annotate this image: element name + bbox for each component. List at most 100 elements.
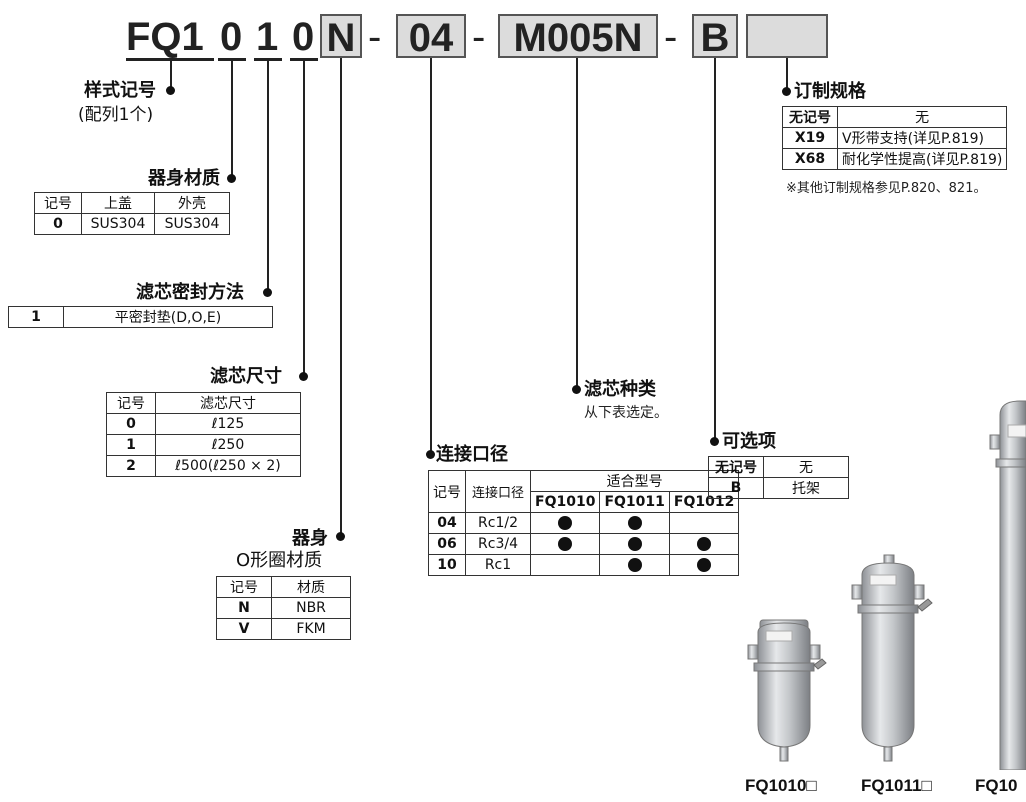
leader-body-material (231, 61, 233, 179)
custom-cell: X19 (782, 127, 838, 149)
oring-title-1: 器身 (292, 528, 328, 549)
fit-cell (668, 512, 740, 534)
seal-method-cell: 平密封垫(D,O,E) (63, 306, 273, 328)
body-material-cell: SUS304 (81, 213, 155, 235)
port-code-cell: 04 (428, 512, 466, 534)
product-fq1012-image (989, 400, 1026, 770)
oring-cell: N (216, 597, 272, 619)
code-dash-1: - (368, 15, 382, 59)
port-size-cell: Rc1/2 (465, 512, 531, 534)
leader-port (430, 58, 432, 455)
fit-cell (599, 533, 670, 555)
code-prefix: FQ1 (126, 15, 204, 59)
element-size-cell: ℓ500(ℓ250 × 2) (155, 455, 301, 477)
port-header: 适合型号 (529, 470, 740, 492)
compatible-dot (627, 558, 642, 572)
body-material-header: 外壳 (154, 192, 230, 214)
leader-oring (340, 58, 342, 537)
body-material-title: 器身材质 (148, 168, 220, 189)
code-digit-2: 1 (256, 15, 279, 59)
compatible-dot (627, 537, 642, 551)
product-fq1011-image (851, 554, 933, 762)
leader-element-type (576, 58, 578, 390)
code-element-box: M005N (498, 14, 658, 60)
fit-cell (599, 512, 670, 534)
custom-cell: V形带支持(详见P.819) (836, 127, 1008, 149)
compatible-dot (697, 537, 712, 551)
port-code-cell: 06 (428, 533, 466, 555)
product-caption-fq1012: FQ10 (975, 776, 1018, 795)
oring-cell: FKM (271, 618, 351, 640)
custom-cell: X68 (782, 148, 838, 170)
style-subtitle: (配列1个) (78, 105, 154, 125)
digit1-underline (218, 58, 246, 61)
custom-cell: 耐化学性提高(详见P.819) (836, 148, 1008, 170)
fit-cell (599, 554, 670, 576)
port-size-cell: Rc1 (465, 554, 531, 576)
leader-custom (786, 58, 788, 92)
port-model-header: FQ1011 (599, 491, 670, 513)
element-type-note: 从下表选定。 (584, 405, 668, 421)
fit-cell (529, 533, 601, 555)
body-material-cell: 0 (34, 213, 82, 235)
custom-title: 订制规格 (794, 81, 866, 102)
fit-cell (529, 512, 601, 534)
element-size-title: 滤芯尺寸 (210, 366, 282, 387)
dot-element-size (299, 372, 308, 381)
product-fq1010-image (747, 619, 827, 762)
element-size-cell: 0 (106, 413, 156, 435)
digit3-underline (290, 58, 318, 61)
leader-options (714, 58, 716, 442)
dot-element-type (572, 385, 581, 394)
dot-style (166, 86, 175, 95)
leader-element-size (303, 61, 305, 377)
product-illustration (747, 400, 1026, 770)
code-dash-2: - (472, 15, 486, 59)
compatible-dot (558, 537, 573, 551)
digit2-underline (254, 58, 282, 61)
element-type-title: 滤芯种类 (584, 379, 656, 400)
leader-style (170, 61, 172, 91)
dot-custom (782, 87, 791, 96)
custom-table: 无记号 无 X19 V形带支持(详见P.819) X68 耐化学性提高(详见P.… (782, 106, 1008, 170)
style-title: 样式记号 (84, 80, 156, 101)
code-special-box (746, 14, 828, 58)
oring-cell: NBR (271, 597, 351, 619)
element-size-header: 记号 (106, 392, 156, 414)
port-size-cell: Rc3/4 (465, 533, 531, 555)
seal-method-cell: 1 (8, 306, 64, 328)
dot-options (710, 437, 719, 446)
product-caption-fq1011: FQ1011□ (861, 776, 932, 795)
oring-table: 记号 材质 N NBR V FKM (216, 576, 351, 640)
port-size-table: 记号 连接口径 适合型号 FQ1010 FQ1011 FQ1012 04 Rc1… (428, 470, 740, 576)
compatible-dot (697, 558, 712, 572)
oring-cell: V (216, 618, 272, 640)
element-size-cell: ℓ250 (155, 434, 301, 456)
oring-title-2: O形圈材质 (236, 550, 323, 571)
oring-header: 材质 (271, 576, 351, 598)
element-size-header: 滤芯尺寸 (155, 392, 301, 414)
port-header: 连接口径 (465, 470, 531, 513)
port-size-title: 连接口径 (436, 444, 508, 465)
code-digit-3: 0 (292, 15, 315, 59)
dot-seal-method (263, 288, 272, 297)
oring-header: 记号 (216, 576, 272, 598)
element-size-cell: 1 (106, 434, 156, 456)
element-size-table: 记号 滤芯尺寸 0 ℓ125 1 ℓ250 2 ℓ500(ℓ250 × 2) (106, 392, 301, 477)
port-header: 记号 (428, 470, 466, 513)
code-digit-1: 0 (220, 15, 243, 59)
options-table: 无记号 无 B 托架 (708, 456, 849, 499)
fit-cell (668, 533, 740, 555)
body-material-header: 记号 (34, 192, 82, 214)
product-caption-fq1010: FQ1010□ (745, 776, 817, 795)
options-title: 可选项 (722, 431, 776, 452)
body-material-header: 上盖 (81, 192, 155, 214)
dot-body-material (227, 174, 236, 183)
custom-cell: 无记号 (782, 106, 838, 128)
dot-port (426, 450, 435, 459)
code-port-box: 04 (396, 14, 466, 60)
compatible-dot (558, 516, 573, 530)
element-size-cell: ℓ125 (155, 413, 301, 435)
code-option-box: B (692, 14, 738, 60)
fit-cell (668, 554, 740, 576)
